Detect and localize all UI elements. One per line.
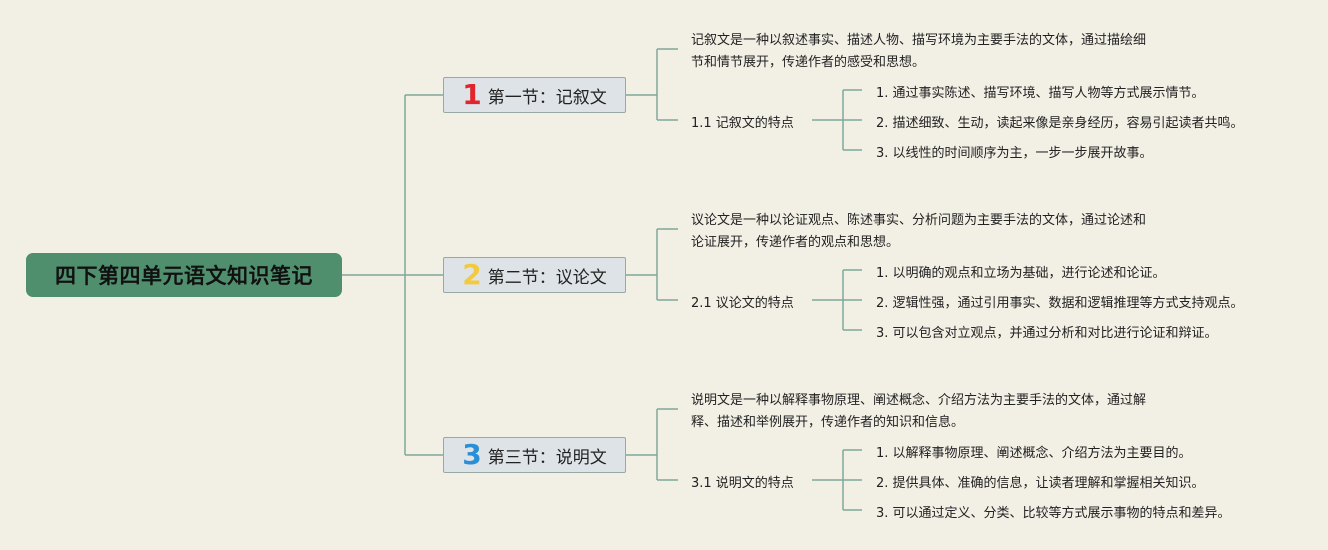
description-line: 说明文是一种以解释事物原理、阐述概念、介绍方法为主要手法的文体，通过解 [691,393,1147,408]
section-number-1: 1 [462,78,482,111]
section-title-2: 第二节：议论文 [487,267,607,288]
feature-point-3-2: 2. 提供具体、准确的信息，让读者理解和掌握相关知识。 [876,476,1205,491]
section-node-1[interactable]: 1 第一节：记叙文 [443,77,626,113]
root-title: 四下第四单元语文知识笔记 [55,264,313,288]
description-line: 节和情节展开，传递作者的感受和思想。 [691,55,926,70]
feature-title-3: 3.1 说明文的特点 [691,476,794,491]
description-line: 释、描述和举例展开，传递作者的知识和信息。 [691,415,965,430]
feature-title-1: 1.1 记叙文的特点 [691,116,794,131]
description-line: 论证展开，传递作者的观点和思想。 [691,235,900,250]
feature-point-2-3: 3. 可以包含对立观点，并通过分析和对比进行论证和辩证。 [876,326,1218,341]
section-description-2: 议论文是一种以论证观点、陈述事实、分析问题为主要手法的文体，通过论述和 论证展开… [691,210,1191,254]
description-line: 记叙文是一种以叙述事实、描述人物、描写环境为主要手法的文体，通过描绘细 [691,33,1147,48]
feature-point-1-2: 2. 描述细致、生动，读起来像是亲身经历，容易引起读者共鸣。 [876,116,1244,131]
section-number-3: 3 [462,438,482,471]
feature-point-2-1: 1. 以明确的观点和立场为基础，进行论述和论证。 [876,266,1166,281]
section-description-3: 说明文是一种以解释事物原理、阐述概念、介绍方法为主要手法的文体，通过解 释、描述… [691,390,1191,434]
section-title-3: 第三节：说明文 [487,447,607,468]
section-node-3[interactable]: 3 第三节：说明文 [443,437,626,473]
feature-point-1-3: 3. 以线性的时间顺序为主，一步一步展开故事。 [876,146,1153,161]
description-line: 议论文是一种以论证观点、陈述事实、分析问题为主要手法的文体，通过论述和 [691,213,1147,228]
feature-point-1-1: 1. 通过事实陈述、描写环境、描写人物等方式展示情节。 [876,86,1205,101]
section-number-2: 2 [462,258,482,291]
feature-point-3-3: 3. 可以通过定义、分类、比较等方式展示事物的特点和差异。 [876,506,1231,521]
feature-title-2: 2.1 议论文的特点 [691,296,794,311]
root-node[interactable]: 四下第四单元语文知识笔记 [26,253,342,297]
section-description-1: 记叙文是一种以叙述事实、描述人物、描写环境为主要手法的文体，通过描绘细 节和情节… [691,30,1191,74]
section-node-2[interactable]: 2 第二节：议论文 [443,257,626,293]
section-title-1: 第一节：记叙文 [487,87,607,108]
feature-point-3-1: 1. 以解释事物原理、阐述概念、介绍方法为主要目的。 [876,446,1192,461]
feature-point-2-2: 2. 逻辑性强，通过引用事实、数据和逻辑推理等方式支持观点。 [876,296,1244,311]
